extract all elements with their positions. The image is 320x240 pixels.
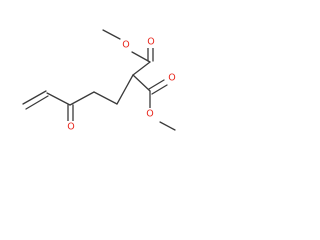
oxygen-atom-lower-ester: O [145, 108, 155, 120]
chemical-structure: O O O O O [22, 29, 177, 133]
bond-lower-o-ch3 [159, 121, 176, 131]
bond-vinyl-double-a [22, 90, 47, 105]
bond-upper-c-o [131, 51, 151, 63]
bond-ketone-ch2 [69, 91, 95, 106]
bond-ch2-ch2 [93, 91, 118, 105]
bond-upper-o-ch3 [102, 29, 121, 40]
atom-label-lower-ester-o: O [146, 109, 153, 120]
bond-ch2-ch [116, 74, 134, 105]
atom-label-upper-ester-o: O [122, 40, 129, 51]
oxygen-atom-upper-ester: O [121, 40, 131, 51]
atom-label-upper-carbonyl-o: O [147, 37, 154, 48]
oxygen-atom-ketone: O [66, 121, 76, 133]
atom-label-lower-carbonyl-o: O [168, 73, 175, 84]
atom-labels: O O O O O [66, 37, 177, 133]
bond-lower-co-a [148, 79, 165, 90]
bond-ch-ester-lower [132, 74, 151, 92]
bond-lines [22, 29, 176, 131]
bond-lower-co-b [151, 84, 168, 95]
bond-vinyl-double-b [25, 95, 49, 110]
bond-vinyl-ketone [46, 92, 71, 106]
oxygen-atom-lower-carbonyl: O [167, 72, 177, 84]
bond-ch-ester-upper [132, 61, 151, 76]
atom-label-ketone-o: O [67, 122, 74, 133]
oxygen-atom-upper-carbonyl: O [146, 37, 156, 48]
